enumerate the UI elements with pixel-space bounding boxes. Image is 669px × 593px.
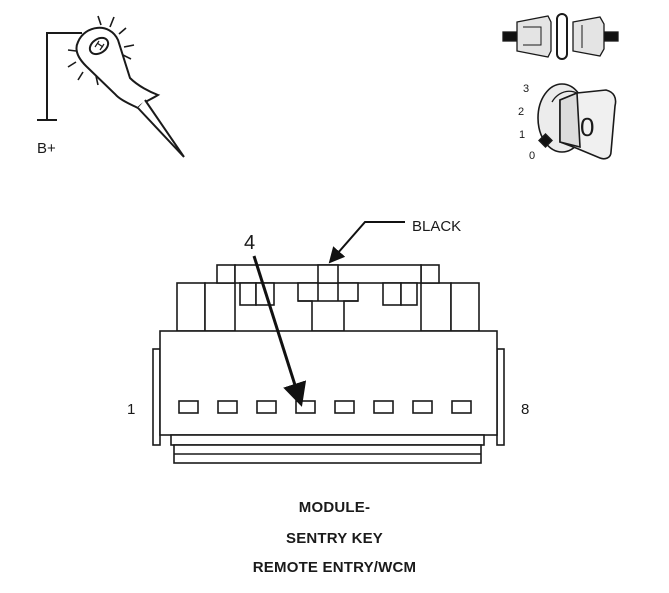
caption-line-3: REMOTE ENTRY/WCM xyxy=(252,559,417,576)
probe-tip xyxy=(137,99,185,158)
ignition-switch-icon xyxy=(537,83,617,160)
cavity-1 xyxy=(178,400,199,414)
cavity-callout-label: 4 xyxy=(244,232,255,254)
pin-label-last: 8 xyxy=(521,401,529,418)
cavity-2 xyxy=(217,400,238,414)
cavity-8 xyxy=(451,400,472,414)
cavity-callout-arrow xyxy=(252,255,307,407)
ignition-position-3: 3 xyxy=(523,83,529,95)
ignition-position-0: 0 xyxy=(529,150,535,162)
connector-body xyxy=(152,264,505,464)
wire-color-leader xyxy=(328,221,405,264)
probe-bulb-icon xyxy=(88,36,110,56)
caption-line-2: SENTRY KEY xyxy=(285,530,384,547)
test-light-probe xyxy=(37,15,185,158)
cavity-7 xyxy=(412,400,433,414)
cavity-5 xyxy=(334,400,355,414)
cavity-4 xyxy=(295,400,316,414)
probe-handle xyxy=(75,26,161,110)
cavity-6 xyxy=(373,400,394,414)
cavity-row xyxy=(178,400,472,414)
caption-line-1: MODULE- xyxy=(298,499,371,516)
probe-lead-wire xyxy=(46,32,82,120)
ignition-position-2: 2 xyxy=(518,106,524,118)
pin-label-first: 1 xyxy=(127,401,135,418)
cavity-3 xyxy=(256,400,277,414)
wire-color-label: BLACK xyxy=(412,218,461,235)
light-rays-icon xyxy=(67,15,135,86)
position-pointer xyxy=(538,133,553,148)
key-label: 0 xyxy=(580,112,594,142)
supply-label: B+ xyxy=(37,140,56,157)
ignition-position-1: 1 xyxy=(519,129,525,141)
fuse-icon xyxy=(502,13,619,60)
